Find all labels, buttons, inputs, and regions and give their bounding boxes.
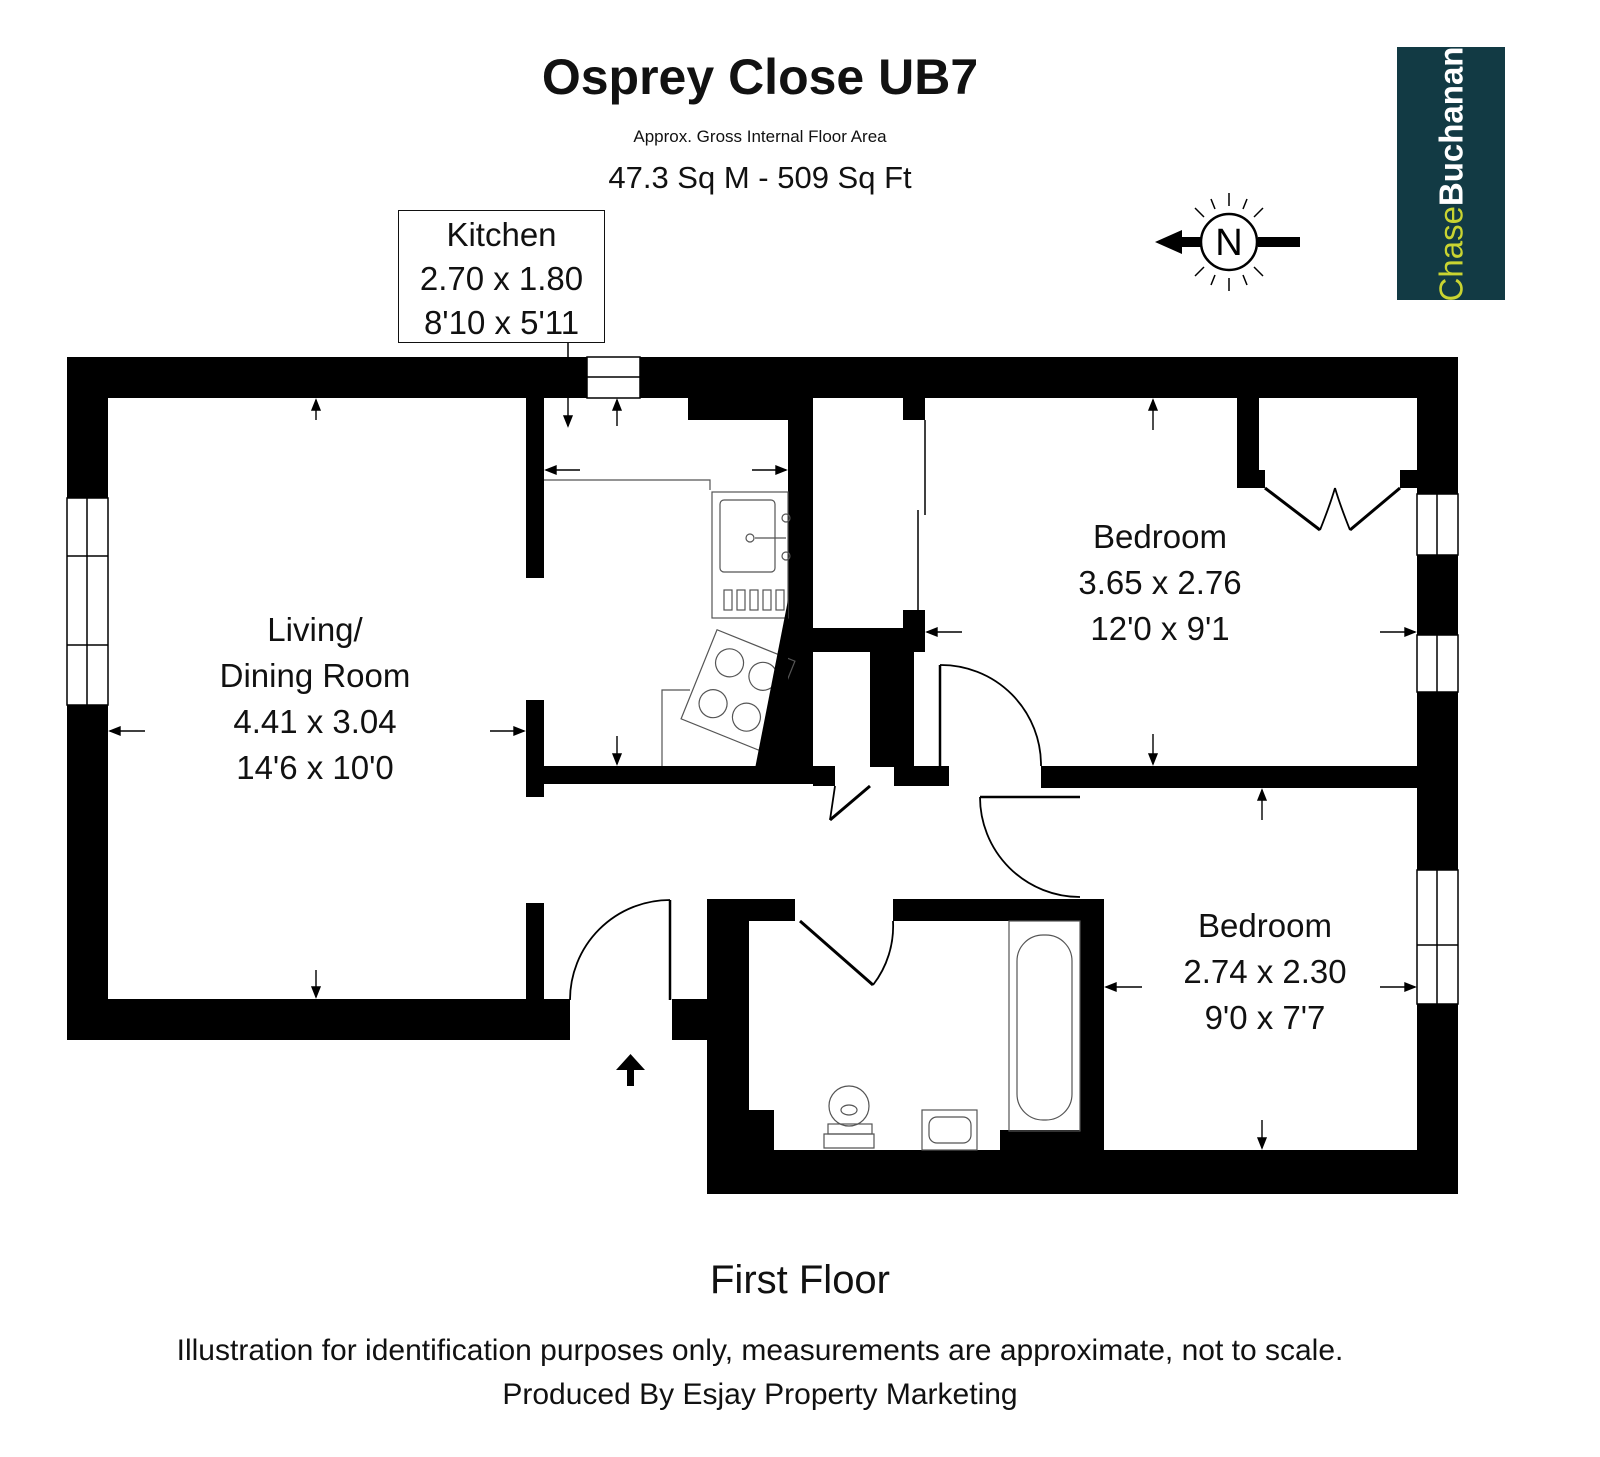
bedroom1-label: Bedroom 3.65 x 2.76 12'0 x 9'1	[1035, 514, 1285, 652]
kitchen-metric: 2.70 x 1.80	[419, 260, 584, 297]
wall-bath-right	[1080, 899, 1104, 1151]
kitchen-corner-wall	[752, 600, 788, 784]
wall-cupboard-mid	[870, 652, 894, 767]
area-subtitle: Approx. Gross Internal Floor Area	[633, 127, 887, 146]
wall-wardrobe-top	[903, 398, 925, 420]
wall-kitchen-bottom	[526, 766, 821, 784]
basin-icon	[921, 1109, 978, 1151]
wall-niche-left	[1237, 398, 1259, 478]
sink-icon	[719, 499, 776, 573]
doors	[569, 486, 1401, 1001]
wall-right-2	[1417, 555, 1458, 635]
entrance-arrow-icon	[616, 1054, 645, 1086]
living-room-label: Living/ Dining Room 4.41 x 3.04 14'6 x 1…	[170, 607, 460, 791]
wardrobe-lines	[917, 420, 926, 610]
door-bathroom-leaf	[799, 919, 874, 987]
wall-top-left	[67, 357, 587, 398]
door-cupboard-swing	[829, 785, 836, 821]
bedroom1-metric: 3.65 x 2.76	[1078, 564, 1242, 601]
floor-label: First Floor	[710, 1258, 890, 1302]
floor-area: 47.3 Sq M - 509 Sq Ft	[608, 160, 912, 195]
compass-label: N	[1215, 222, 1242, 264]
wall-niche-right-foot	[1400, 470, 1417, 488]
door-bedroom1-swing	[939, 664, 1042, 767]
kitchen-imperial: 8'10 x 5'11	[423, 304, 580, 341]
wall-right-1	[1417, 357, 1458, 494]
wall-hall-post	[894, 652, 914, 767]
bedroom2-name: Bedroom	[1198, 907, 1332, 944]
wall-bath-left	[707, 899, 749, 1194]
wall-right-3	[1417, 692, 1458, 870]
wall-bedrooms	[1041, 766, 1458, 788]
bath-icon	[1008, 920, 1081, 1132]
kitchen-units	[544, 479, 796, 766]
wall-bath-top-right	[893, 899, 1082, 921]
bath-inner	[1016, 934, 1073, 1121]
compass-icon: N	[1155, 193, 1300, 291]
wall-kitchen-top	[688, 396, 790, 420]
bedroom2-imperial: 9'0 x 7'7	[1204, 999, 1326, 1036]
bedroom1-imperial: 12'0 x 9'1	[1090, 610, 1230, 647]
windows	[66, 356, 1459, 1005]
wall-top-right	[640, 357, 1458, 398]
wall-bath-sill	[1000, 1130, 1080, 1150]
disclaimer-line1: Illustration for identification purposes…	[176, 1334, 1344, 1367]
wall-partition-a	[526, 398, 544, 578]
kitchen-name: Kitchen	[446, 216, 557, 253]
agency-logo: ChaseBuchanan	[1397, 46, 1505, 301]
door-entry-swing	[569, 899, 671, 1001]
disclaimer-line2: Produced By Esjay Property Marketing	[502, 1378, 1018, 1411]
living-name-line2: Dining Room	[219, 657, 411, 694]
page-title: Osprey Close UB7	[541, 49, 979, 105]
living-name-line1: Living/	[267, 611, 363, 648]
bedroom2-label: Bedroom 2.74 x 2.30 9'0 x 7'7	[1140, 903, 1390, 1041]
kitchen-label: Kitchen 2.70 x 1.80 8'10 x 5'11	[398, 210, 605, 343]
bedroom2-metric: 2.74 x 2.30	[1183, 953, 1347, 990]
wall-entry-stub	[672, 999, 707, 1040]
wall-bottom	[707, 1150, 1458, 1194]
hob-icon	[680, 628, 796, 752]
wall-cupboard-stub	[813, 766, 835, 786]
bathroom-fittings	[823, 920, 1081, 1151]
wall-wardrobe-bottom	[903, 610, 925, 652]
door-wardrobe-left	[1264, 486, 1321, 532]
wall-left-lower	[67, 705, 108, 1040]
living-imperial: 14'6 x 10'0	[236, 749, 394, 786]
walls	[67, 357, 1458, 1194]
door-bedroom2-swing	[979, 796, 1081, 898]
bedroom1-name: Bedroom	[1093, 518, 1227, 555]
kitchen-worktop	[711, 491, 789, 619]
toilet-icon	[828, 1085, 870, 1127]
wall-niche-left-foot	[1237, 470, 1265, 488]
wall-living-bottom	[67, 999, 570, 1040]
wall-kitchen-right	[788, 398, 813, 784]
wall-left-upper	[67, 357, 108, 498]
wall-hall-stub	[894, 766, 949, 786]
door-wardrobe-right	[1349, 486, 1401, 532]
living-metric: 4.41 x 3.04	[233, 703, 397, 740]
dimension-arrows	[108, 398, 1417, 1150]
wall-partition-c	[526, 903, 544, 1000]
